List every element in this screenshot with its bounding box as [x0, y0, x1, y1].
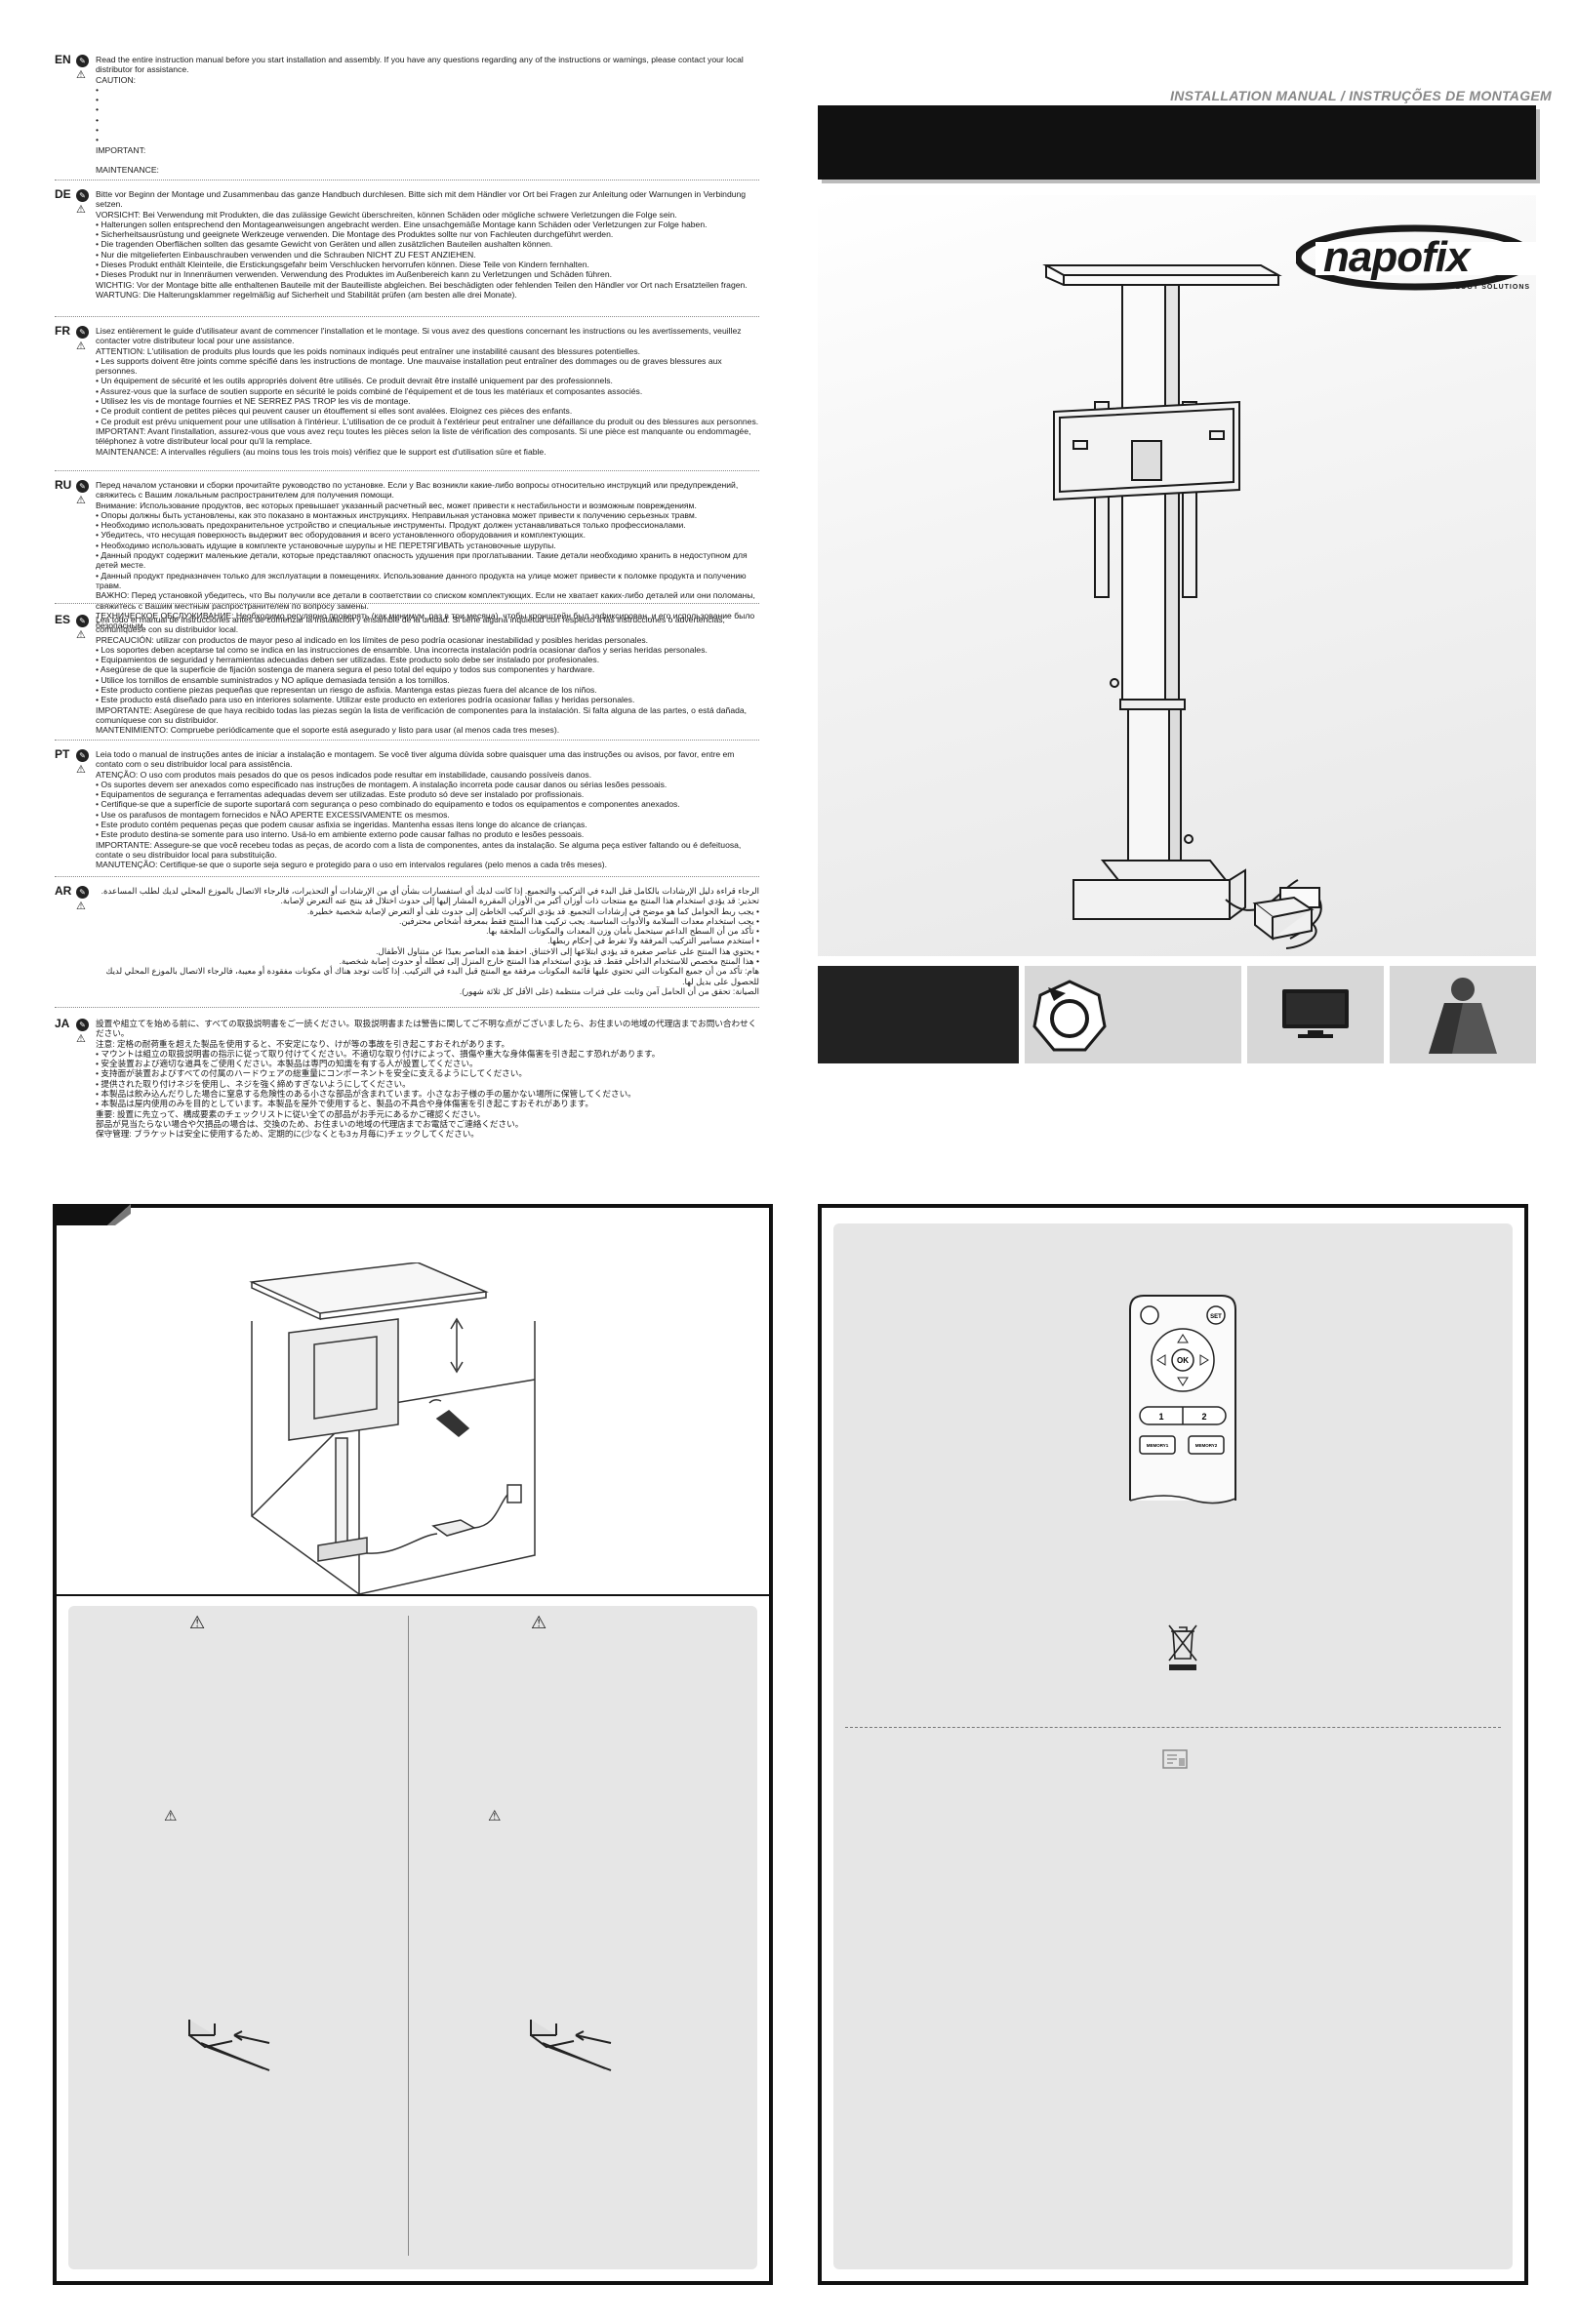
lang-text: Lisez entièrement le guide d'utilisateur… — [96, 326, 759, 457]
spec-tile-dark — [818, 966, 1019, 1063]
manual-label: INSTALLATION MANUAL / INSTRUÇÕES DE MONT… — [1170, 88, 1552, 103]
title-bar — [818, 105, 1536, 180]
spec-tile-weight — [1390, 966, 1536, 1063]
warning-triangle-icon: ⚠ — [76, 629, 86, 641]
power-button-icon — [1140, 1305, 1159, 1325]
set-button-icon — [1206, 1305, 1226, 1325]
lang-block-ru: RU ✎ ⚠ Перед началом установки и сборки … — [55, 478, 759, 631]
lang-text: Leia todo o manual de instruções antes d… — [96, 749, 742, 870]
book-icon: ✎ — [76, 615, 89, 627]
lang-code: PT — [55, 747, 70, 761]
divider — [55, 316, 759, 317]
svg-text:1: 1 — [1158, 1412, 1163, 1422]
svg-text:2: 2 — [1201, 1412, 1206, 1422]
divider — [55, 876, 759, 877]
warning-triangle-icon: ⚠ — [164, 1808, 178, 1824]
book-icon: ✎ — [76, 749, 89, 762]
lang-code: JA — [55, 1017, 70, 1030]
remote-panel: SET OK 1 2 MEMORY1 MEMORY2 — [818, 1204, 1528, 2285]
book-icon: ✎ — [76, 55, 89, 67]
rotation-badge-icon — [1032, 980, 1107, 1052]
panel-divider — [57, 1594, 769, 1596]
lang-block-ar: AR ✎ ⚠ الرجاء قراءة دليل الإرشادات بالكا… — [55, 884, 759, 996]
book-icon: ✎ — [76, 189, 89, 202]
book-icon: ✎ — [76, 480, 89, 493]
divider — [55, 603, 759, 604]
lang-text: Read the entire instruction manual befor… — [96, 55, 744, 176]
lang-text: Lea todo el manual de instrucciones ante… — [96, 615, 748, 736]
spec-tile-screen — [1247, 966, 1384, 1063]
brand-tagline: TECHNOLOGY SOLUTIONS — [1421, 284, 1530, 291]
lang-text: Перед началом установки и сборки прочита… — [96, 480, 755, 631]
lang-block-fr: FR ✎ ⚠ Lisez entièrement le guide d'util… — [55, 324, 759, 457]
lang-code: DE — [55, 187, 71, 201]
installation-panel: ⚠ ⚠ ⚠ ⚠ — [53, 1204, 773, 2285]
panel-corner-tab — [53, 1204, 131, 1225]
lang-code: AR — [55, 884, 72, 898]
book-icon: ✎ — [76, 1019, 89, 1031]
spec-tiles — [818, 966, 1536, 1063]
brand-name: napofix — [1323, 233, 1472, 281]
lang-block-pt: PT ✎ ⚠ Leia todo o manual de instruções … — [55, 747, 759, 870]
tv-lift-illustration — [1042, 264, 1322, 940]
power-box-illustration — [1252, 896, 1317, 949]
instructions-area: ⚠ ⚠ ⚠ ⚠ — [68, 1606, 757, 2269]
lang-code: RU — [55, 478, 72, 492]
warning-triangle-icon: ⚠ — [76, 204, 86, 216]
warning-triangle-icon: ⚠ — [76, 1033, 86, 1045]
recycle-bin-icon — [1168, 1624, 1197, 1670]
warning-triangle-icon: ⚠ — [76, 901, 86, 912]
warning-triangle-icon: ⚠ — [488, 1808, 502, 1824]
warning-triangle-icon: ⚠ — [76, 341, 86, 352]
cable-connection-illustration — [188, 2020, 270, 2071]
dashed-divider — [845, 1727, 1501, 1728]
column-divider — [408, 1616, 409, 2256]
lang-text: 設置や組立てを始める前に、すべての取扱説明書をご一読ください。取扱説明書または警… — [96, 1019, 757, 1140]
room-install-illustration — [249, 1262, 536, 1595]
svg-text:MEMORY1: MEMORY1 — [1147, 1443, 1169, 1448]
lang-text: الرجاء قراءة دليل الإرشادات بالكامل قبل … — [101, 886, 759, 996]
lang-text: Bitte vor Beginn der Montage und Zusamme… — [96, 189, 748, 300]
lang-block-ja: JA ✎ ⚠ 設置や組立てを始める前に、すべての取扱説明書をご一読ください。取扱… — [55, 1017, 759, 1140]
warning-triangle-icon: ⚠ — [76, 69, 86, 81]
lang-code: ES — [55, 613, 71, 626]
svg-text:OK: OK — [1177, 1356, 1189, 1365]
weight-icon — [1429, 978, 1497, 1054]
divider — [55, 740, 759, 741]
book-icon: ✎ — [76, 326, 89, 339]
lang-block-de: DE ✎ ⚠ Bitte vor Beginn der Montage und … — [55, 187, 759, 300]
warning-triangle-icon: ⚠ — [76, 764, 86, 776]
book-icon: ✎ — [76, 886, 89, 899]
remote-info-area: SET OK 1 2 MEMORY1 MEMORY2 — [833, 1223, 1513, 2269]
divider — [55, 1007, 759, 1008]
lang-code: EN — [55, 53, 71, 66]
warning-triangle-icon: ⚠ — [76, 495, 86, 506]
warning-triangle-icon: ⚠ — [531, 1613, 547, 1632]
tv-screen-icon — [1282, 989, 1349, 1038]
remote-control-illustration: SET OK 1 2 MEMORY1 MEMORY2 — [1129, 1295, 1236, 1504]
lang-block-es: ES ✎ ⚠ Lea todo el manual de instruccion… — [55, 613, 759, 736]
warning-triangle-icon: ⚠ — [189, 1613, 206, 1632]
lang-block-en: EN ✎ ⚠ Read the entire instruction manua… — [55, 53, 759, 175]
svg-text:SET: SET — [1210, 1314, 1222, 1320]
svg-text:MEMORY2: MEMORY2 — [1195, 1443, 1218, 1448]
brand-logo: napofix TECHNOLOGY SOLUTIONS — [1294, 224, 1538, 299]
spec-tile-tilt — [1025, 966, 1241, 1063]
lang-code: FR — [55, 324, 70, 338]
manual-icon — [1162, 1749, 1188, 1769]
divider — [55, 470, 759, 471]
cable-connection-illustration — [530, 2020, 612, 2071]
